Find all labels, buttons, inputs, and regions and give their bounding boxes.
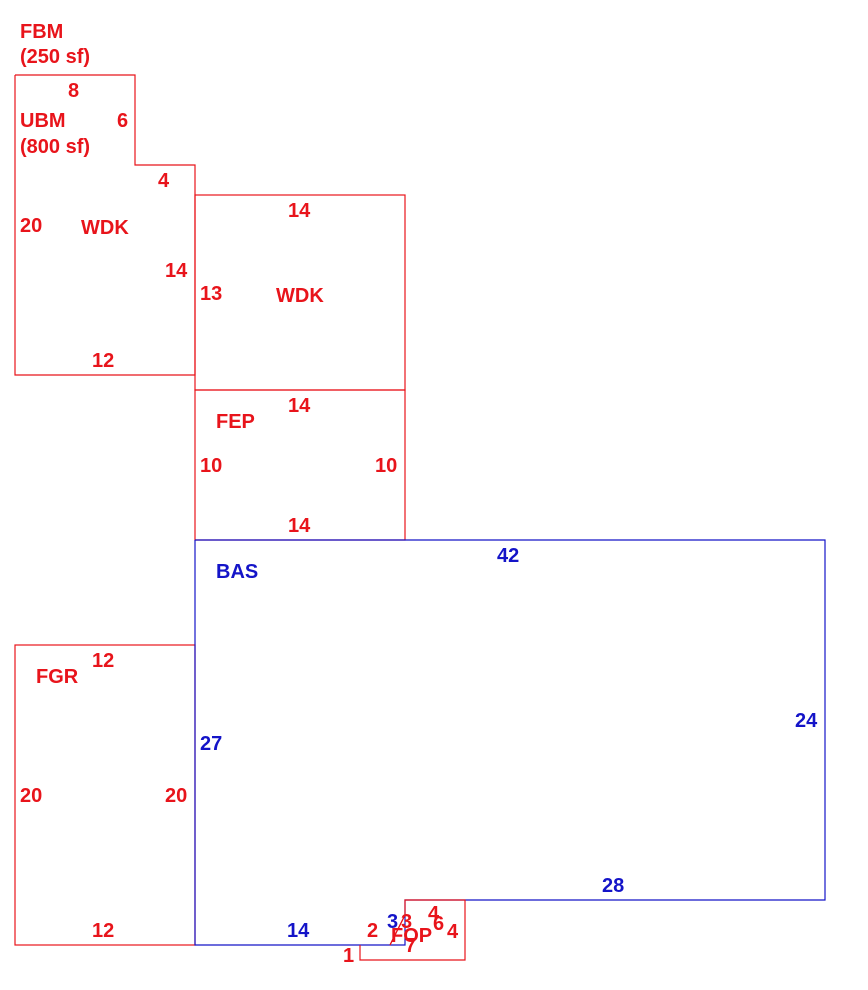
fep-right-dim: 10 — [375, 455, 397, 477]
fep-label: FEP — [216, 411, 255, 433]
ubm-label: UBM — [20, 110, 66, 132]
bas-bottom-left-dim: 14 — [287, 920, 310, 942]
fop-dim-2: 2 — [367, 920, 378, 942]
fep-bottom-dim: 14 — [288, 515, 311, 537]
ubm-area: (800 sf) — [20, 136, 90, 158]
wdk-left-outline — [14, 74, 196, 376]
fop-diagonal — [389, 914, 406, 946]
fop-dim-7: 7 — [405, 935, 416, 957]
fop-dim-6: 6 — [433, 913, 444, 935]
wdk-left-bottom-dim: 12 — [92, 350, 114, 372]
wdk-left-top-dim: 8 — [68, 80, 79, 102]
wdk-left-left-dim: 20 — [20, 215, 42, 237]
bas-right-dim: 24 — [795, 710, 818, 732]
fbm-area: (250 sf) — [20, 46, 90, 68]
bas-bottom-right-dim: 28 — [602, 875, 624, 897]
fop-dim-1: 1 — [343, 945, 354, 967]
bas-outline — [194, 539, 826, 946]
fop-dim-3: 3 — [401, 911, 412, 933]
fgr-label: FGR — [36, 666, 79, 688]
fgr-top-dim: 12 — [92, 650, 114, 672]
wdk-left-right-lower-dim: 14 — [165, 260, 188, 282]
fgr-bottom-dim: 12 — [92, 920, 114, 942]
fop-label: FOP — [391, 925, 432, 947]
fep-left-dim: 10 — [200, 455, 222, 477]
fop-dim-4-right: 4 — [447, 921, 459, 943]
wdk-right-left-dim: 13 — [200, 283, 222, 305]
wdk-right-label: WDK — [276, 285, 324, 307]
fgr-right-dim: 20 — [165, 785, 187, 807]
fbm-label: FBM — [20, 21, 63, 43]
bas-step-dim: 3 — [387, 911, 398, 933]
wdk-right-top-dim: 14 — [288, 200, 311, 222]
bas-left-dim: 27 — [200, 733, 222, 755]
fep-top-dim: 14 — [288, 395, 311, 417]
fop-dim-4-top: 4 — [428, 903, 440, 925]
wdk-left-step-dim: 4 — [158, 170, 170, 192]
bas-top-dim: 42 — [497, 545, 519, 567]
wdk-left-label: WDK — [81, 217, 129, 239]
bas-label: BAS — [216, 561, 258, 583]
fgr-left-dim: 20 — [20, 785, 42, 807]
wdk-left-right-upper-dim: 6 — [117, 110, 128, 132]
